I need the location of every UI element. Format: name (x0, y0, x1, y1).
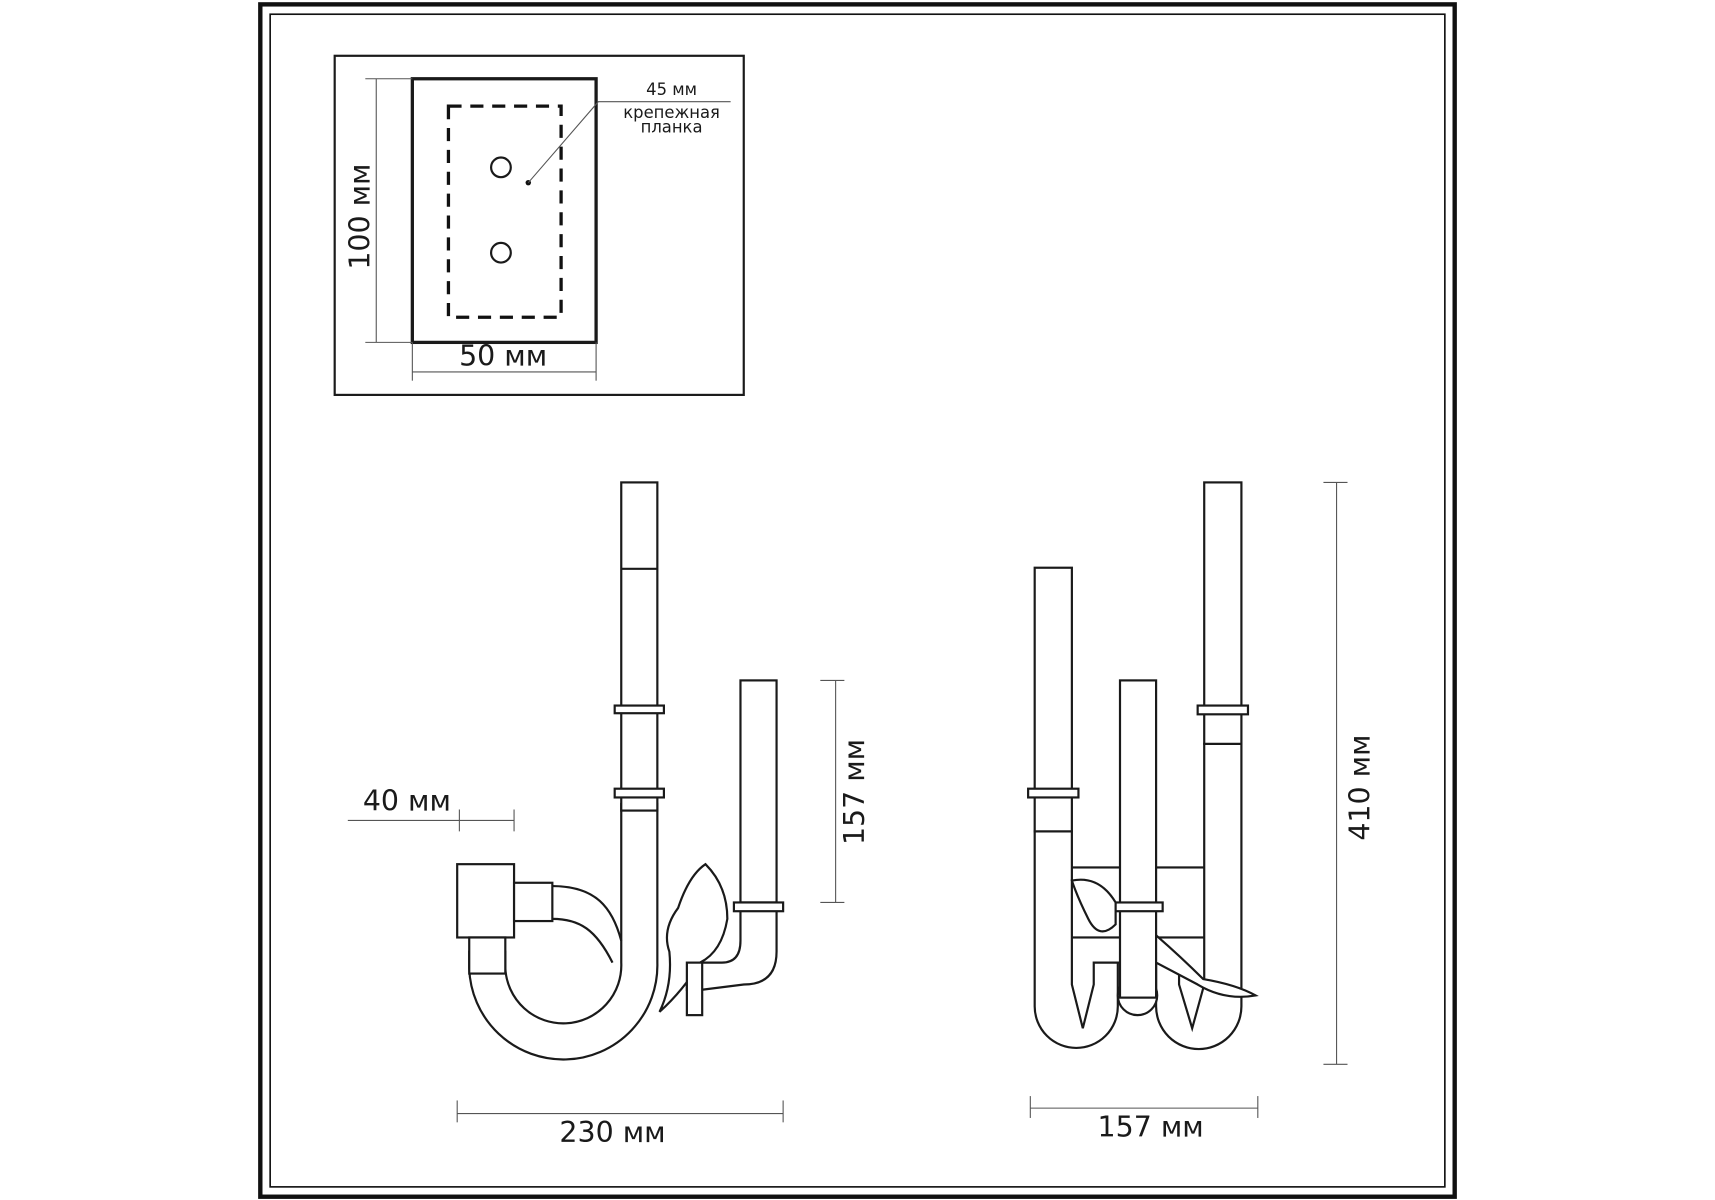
front-width-label: 157 мм (1098, 1111, 1204, 1144)
outer-frame (258, 2, 1457, 1199)
side-view (456, 481, 785, 1061)
screw-hole (490, 241, 512, 264)
mounting-plate-outline (446, 104, 563, 319)
total-height-label: 410 мм (1343, 735, 1376, 841)
short-tube (739, 679, 778, 904)
bird-ornament (1070, 878, 1259, 998)
depth-label: 40 мм (363, 785, 451, 818)
front-view (1027, 481, 1259, 1051)
side-width-label: 230 мм (559, 1116, 665, 1149)
mounting-bracket-inset: 100 мм 50 мм 45 мм крепежная планка (333, 54, 745, 396)
long-tube (620, 481, 659, 812)
wall-mount (456, 863, 516, 939)
bracket-width-label: 50 мм (459, 339, 547, 372)
inner-frame (269, 13, 1446, 1188)
plate-size-label: 45 мм (646, 80, 697, 99)
right-tube (1203, 481, 1243, 745)
plate-label-line1: крепежная (623, 103, 720, 122)
short-arm-height-label: 157 мм (838, 739, 871, 845)
leader-line (527, 101, 731, 184)
bracket-outline (410, 77, 598, 345)
dimensions: 157 мм 410 мм 40 мм 230 мм 157 мм (347, 481, 1376, 1149)
screw-hole (490, 156, 512, 179)
bracket-height-label: 100 мм (344, 164, 377, 270)
plate-label-line2: планка (641, 117, 703, 136)
left-tube (1033, 566, 1073, 833)
center-tube (1118, 679, 1158, 999)
